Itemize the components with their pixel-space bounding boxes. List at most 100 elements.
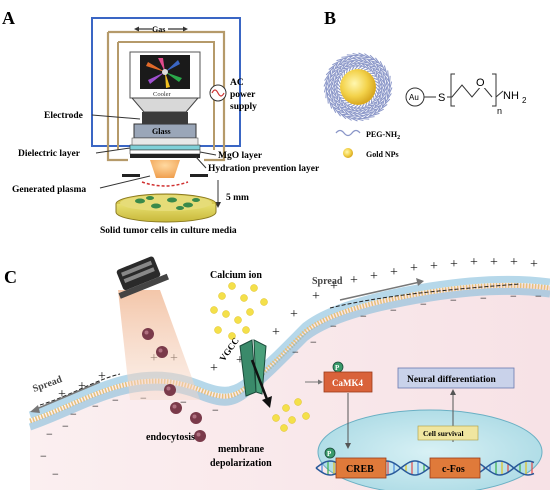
minus-sign: −	[480, 291, 487, 305]
camk4-box	[323, 371, 373, 393]
plus-sign: +	[78, 379, 86, 394]
plus-sign: +	[490, 255, 498, 270]
panel-a-letter: A	[2, 8, 15, 28]
minus-sign: −	[180, 395, 187, 409]
spread-left-arrow	[33, 381, 101, 411]
minus-sign: −	[420, 297, 427, 311]
minus-sign: −	[310, 335, 317, 349]
glass-label: Glass	[152, 127, 171, 136]
minus-sign: −	[292, 345, 299, 359]
gold-np-highlight	[196, 432, 201, 437]
gas-label: Gas	[152, 25, 165, 34]
spread-right-arrow	[339, 281, 421, 301]
nh-sub: 2	[522, 96, 527, 105]
gold-np-highlight	[158, 348, 163, 353]
peg-strand	[341, 55, 356, 71]
calcium-ion	[218, 292, 226, 300]
plus-sign: +	[450, 257, 458, 272]
cell-survival-label: Cell survival	[423, 429, 464, 438]
membrane-label-1: membrane	[218, 444, 265, 455]
spacer-layer	[131, 137, 199, 146]
hydration-layer	[130, 154, 200, 158]
plus-sign: +	[430, 259, 438, 274]
dielectric-label: Dielectric layer	[18, 149, 81, 159]
minus-sign: −	[212, 403, 219, 417]
peg-strand	[327, 93, 343, 109]
peg-strand	[367, 100, 384, 116]
plus-sign: +	[530, 257, 538, 272]
phosphate-label-2: P	[327, 450, 332, 458]
peg-strand	[325, 65, 343, 80]
creb-label: CREB	[346, 464, 374, 475]
spread-right-label: Spread	[312, 276, 343, 287]
creb-box	[335, 457, 387, 479]
plus-sign: +	[470, 255, 478, 270]
plus-sign: +	[410, 261, 418, 276]
o-atom: O	[476, 77, 485, 89]
neural-box	[397, 367, 515, 389]
cells-label: Solid tumor cells in culture media	[100, 226, 237, 236]
minus-sign: −	[40, 449, 47, 463]
mgo-pointer	[199, 151, 217, 156]
gold-core	[340, 69, 376, 105]
peg-strand	[326, 89, 342, 104]
peg-strand	[346, 54, 360, 70]
calcium-ion	[272, 414, 280, 422]
electrode-pointer	[91, 114, 141, 120]
peg-strand	[328, 61, 346, 77]
plasma-cone-icon	[150, 160, 180, 178]
mgo-label: MgO layer	[218, 151, 263, 161]
plus-sign: +	[390, 265, 398, 280]
peg-strand	[351, 104, 365, 122]
minus-sign: −	[46, 427, 53, 441]
panel-c: C +++++++++++++++++++++ −−−−−−−−−−−−−−−−…	[4, 255, 550, 490]
peg-strand	[329, 96, 345, 113]
au-label: Au	[409, 93, 419, 102]
calcium-ion	[280, 424, 288, 432]
plus-sign: +	[290, 307, 298, 322]
peg-strand	[360, 53, 376, 71]
plus-sign: +	[510, 255, 518, 270]
gas-arrow-right-head	[183, 26, 188, 32]
panel-c-letter: C	[4, 267, 17, 287]
left-dashed-line	[39, 373, 121, 406]
tumor-cells	[135, 196, 200, 210]
peg-legend-icon	[335, 129, 361, 137]
plasma-label: Generated plasma	[12, 185, 86, 195]
minus-sign: −	[92, 399, 99, 413]
calcium-ion	[242, 326, 250, 334]
peg-strand	[336, 102, 351, 120]
calcium-ion	[228, 282, 236, 290]
cfos-label: c-Fos	[442, 464, 465, 475]
gold-np	[194, 430, 206, 442]
plus-sign: +	[370, 269, 378, 284]
distance-arrow	[215, 202, 221, 208]
calcium-label: Calcium ion	[210, 270, 262, 281]
plus-sign: +	[312, 289, 320, 304]
culture-media	[120, 195, 212, 211]
cfos-box	[429, 457, 481, 479]
camk4-label: CaMK4	[332, 378, 363, 388]
peg-strand	[340, 103, 356, 121]
ac-label-3: supply	[230, 102, 257, 112]
n-subscript: n	[497, 106, 502, 116]
cooler-label: Cooler	[153, 91, 172, 98]
dielectric-pointer	[95, 147, 131, 154]
peg-strand	[373, 65, 389, 81]
influx-arrow	[250, 359, 270, 403]
minus-sign: −	[70, 407, 77, 421]
peg-legend: PEG-NH2	[366, 130, 400, 141]
gold-np	[156, 346, 168, 358]
gold-np-highlight	[144, 330, 149, 335]
calcium-ion	[260, 298, 268, 306]
calcium-ion	[288, 416, 296, 424]
ac-label-1: AC	[230, 78, 244, 88]
membrane-lipid-tails	[29, 282, 550, 424]
plus-sign: +	[330, 279, 338, 294]
peg-strand	[351, 52, 365, 70]
peg-strand	[356, 104, 370, 120]
plasma-holder-right	[190, 174, 208, 177]
camk4-creb-arrowhead	[345, 443, 351, 449]
peg-strand	[332, 58, 349, 74]
